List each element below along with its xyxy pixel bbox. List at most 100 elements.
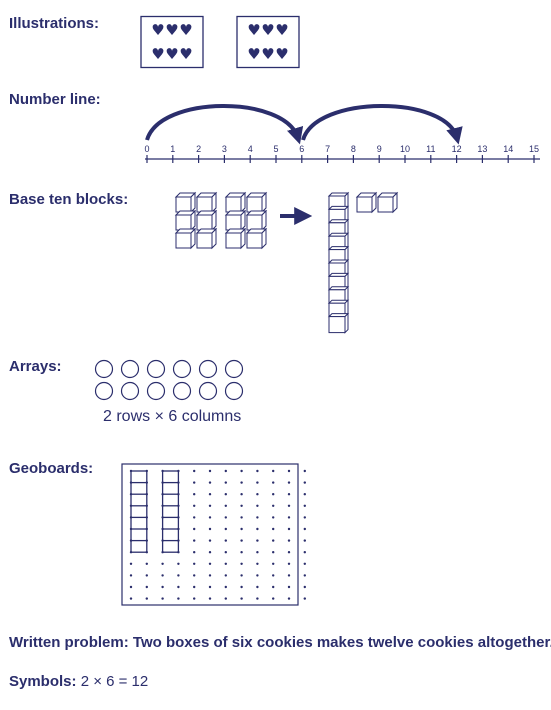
geoboard-peg: [208, 527, 212, 531]
geoboard-peg: [193, 469, 196, 473]
tick-label: 4: [248, 144, 253, 154]
heart-icon: ♥: [275, 21, 288, 39]
array-circle: [224, 359, 244, 379]
geoboard-peg: [161, 562, 164, 565]
geoboard-peg: [224, 562, 227, 565]
heart-icon: ♥: [165, 45, 178, 63]
tick-label: 13: [477, 144, 487, 154]
geoboard-peg: [193, 527, 196, 531]
heart-icon: ♥: [275, 45, 288, 63]
symbols-equation: 2 × 6 = 12: [80, 673, 149, 690]
geoboard-peg: [303, 574, 306, 577]
geoboard-peg: [145, 597, 148, 600]
unit-cube: [224, 227, 247, 250]
geoboard-peg: [303, 597, 306, 600]
heart-icon: ♥: [165, 21, 178, 39]
tick-label: 5: [273, 144, 278, 154]
tick-label: 1: [170, 144, 175, 154]
tick-label: 12: [452, 144, 462, 154]
tick-label: 14: [503, 144, 513, 154]
geoboard-peg: [240, 493, 243, 496]
geoboard-peg: [193, 481, 196, 484]
unit-cube: [245, 191, 268, 214]
geoboard-peg: [161, 585, 164, 589]
base-ten-blocks: [174, 191, 399, 334]
geoboard-peg: [208, 539, 212, 542]
geoboard-peg: [303, 527, 306, 531]
geoboard-peg: [161, 574, 164, 577]
geoboard-peg: [303, 562, 306, 565]
heart-icon: ♥: [151, 21, 164, 39]
base-ten-blocks-label: Base ten blocks:: [9, 191, 129, 208]
geoboard-peg: [303, 551, 306, 554]
geoboard-peg: [303, 481, 306, 484]
array-circle: [198, 381, 218, 401]
arrays-label: Arrays:: [9, 358, 62, 375]
geoboard-peg: [256, 585, 259, 589]
geoboard-peg: [272, 574, 275, 577]
geoboard-peg: [303, 504, 306, 507]
geoboard-peg: [287, 585, 291, 589]
geoboard-peg: [240, 551, 243, 554]
geoboard-peg: [272, 481, 275, 484]
rubber-band-group: [161, 470, 180, 553]
geoboard-peg: [193, 493, 196, 496]
geoboard-peg: [272, 551, 275, 554]
geoboard-peg: [177, 597, 180, 600]
geoboard-peg: [224, 527, 227, 531]
geoboard-peg: [129, 597, 133, 600]
geoboard-peg: [287, 527, 291, 531]
geoboard-peg: [224, 551, 227, 554]
geoboard-peg: [272, 562, 275, 565]
geoboard-peg: [224, 597, 227, 600]
heart-icon: ♥: [179, 21, 192, 39]
geoboard-peg: [256, 516, 259, 519]
array-circle: [94, 381, 114, 401]
geoboard-peg: [256, 574, 259, 577]
geoboard-peg: [272, 597, 275, 600]
array-circle: [172, 359, 192, 379]
geoboard-peg: [145, 585, 148, 589]
geoboard-peg: [303, 516, 306, 519]
geoboard-peg: [208, 504, 212, 507]
geoboard-peg: [256, 597, 259, 600]
geoboard-peg: [287, 597, 291, 600]
geoboard-peg: [224, 481, 227, 484]
tick-label: 9: [377, 144, 382, 154]
geoboard-peg: [193, 585, 196, 589]
geoboard: [121, 463, 306, 606]
unit-cube: [224, 191, 247, 214]
geoboard-peg: [208, 516, 212, 519]
geoboard-peg: [224, 516, 227, 519]
geoboard-peg: [287, 504, 291, 507]
jump-arrow-6-to-12: [301, 104, 463, 145]
array-circles: [94, 359, 244, 401]
geoboard-peg: [272, 539, 275, 542]
geoboard-peg: [224, 585, 227, 589]
array-caption: 2 rows × 6 columns: [103, 408, 242, 425]
written-problem: Written problem: Two boxes of six cookie…: [9, 634, 551, 651]
array-circle: [146, 359, 166, 379]
heart-icon: ♥: [261, 21, 274, 39]
geoboard-peg: [224, 469, 227, 473]
geoboard-peg: [161, 597, 164, 600]
geoboard-peg: [240, 562, 243, 565]
array-circle: [94, 359, 114, 379]
heart-icon: ♥: [247, 21, 260, 39]
tick-label: 0: [144, 144, 149, 154]
geoboard-peg: [240, 539, 243, 542]
tick-label: 11: [426, 144, 435, 154]
geoboard-peg: [272, 493, 275, 496]
geoboard-peg: [224, 504, 227, 507]
geoboard-peg: [287, 562, 291, 565]
geoboard-peg: [145, 562, 148, 565]
geoboard-peg: [193, 597, 196, 600]
number-line-label: Number line:: [9, 91, 101, 108]
tick-label: 2: [196, 144, 201, 154]
written-problem-text: Two boxes of six cookies makes twelve co…: [132, 634, 551, 651]
geoboard-peg: [240, 469, 243, 473]
geoboard-peg: [303, 539, 306, 542]
tick-label: 3: [222, 144, 227, 154]
